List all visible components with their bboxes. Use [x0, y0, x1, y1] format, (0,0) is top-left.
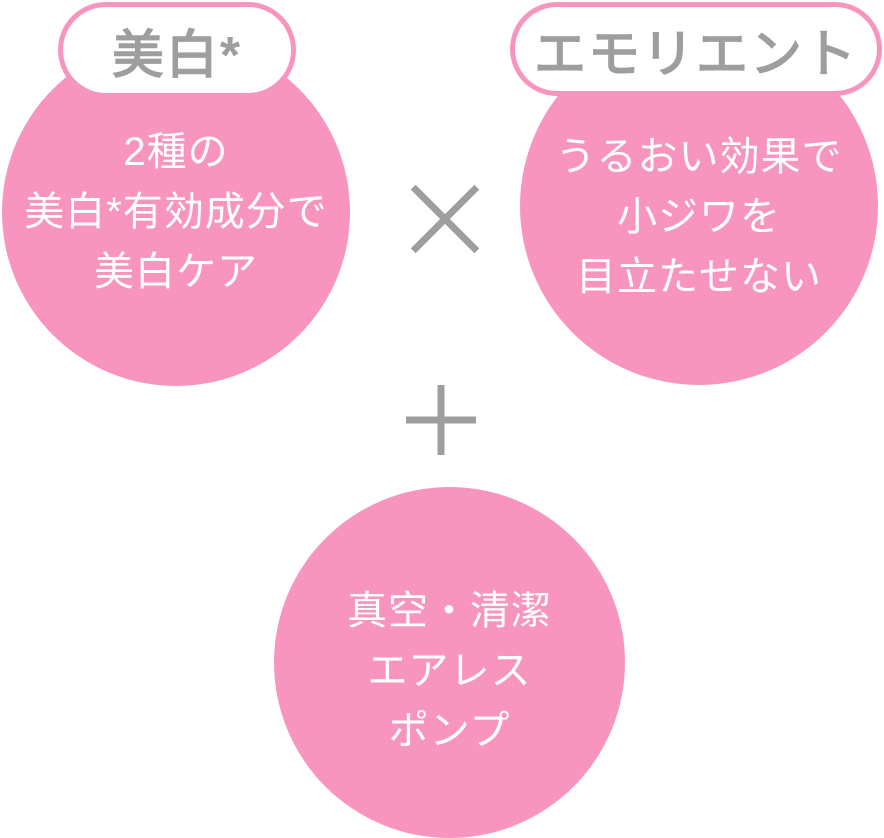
emollient-label: エモリエント — [533, 25, 858, 84]
emollient-text-line: うるおい効果で — [555, 135, 843, 179]
emollient-text-line: 小ジワを — [617, 195, 781, 239]
plus-icon-bar — [437, 385, 445, 455]
whitening-label: 美白* — [111, 26, 243, 85]
airless-pump-text-line: ポンプ — [388, 708, 511, 753]
airless-pump-text-line: 真空・清潔 — [347, 588, 552, 633]
emollient-text-line: 目立たせない — [576, 255, 822, 299]
whitening-text-line: 美白ケア — [94, 250, 258, 294]
airless-pump-circle: 真空・清潔 エアレス ポンプ — [274, 487, 625, 838]
airless-pump-text-line: エアレス — [367, 648, 532, 693]
whitening-label-pill: 美白* — [58, 2, 296, 98]
whitening-text-line: 2種の — [123, 130, 229, 174]
whitening-text-line: 美白*有効成分で — [24, 190, 328, 234]
emollient-label-pill: エモリエント — [510, 2, 882, 96]
plus-icon — [406, 385, 476, 455]
multiply-icon — [410, 184, 480, 254]
